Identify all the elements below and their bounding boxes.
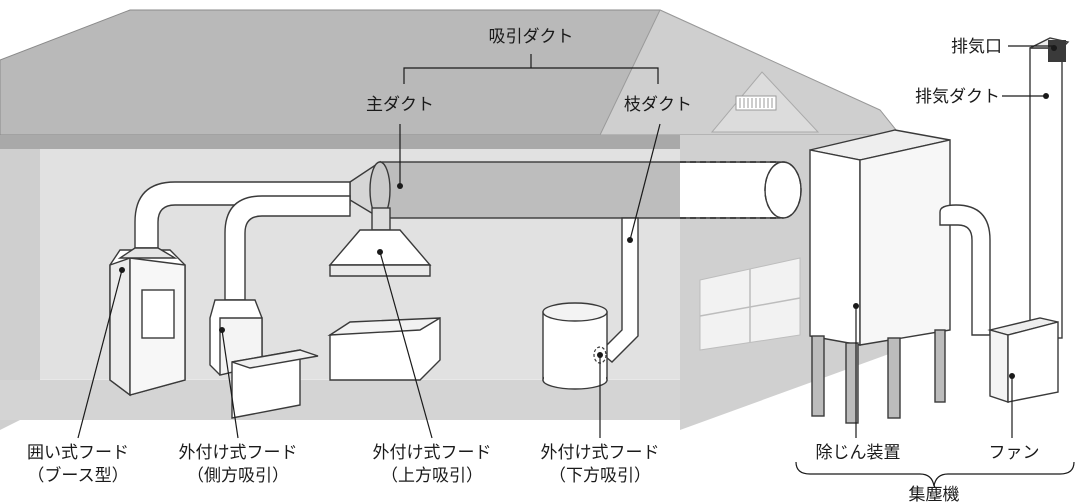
label-enclosed-hood-2: （ブース型） (27, 465, 128, 486)
label-branch-duct: 枝ダクト (624, 95, 692, 115)
workpiece-box-side (231, 349, 319, 419)
label-ext-top-2: （上方吸引） (381, 466, 483, 486)
fan (987, 317, 1059, 403)
label-dust-collector: 除じん装置 (816, 443, 901, 463)
label-exhaust-port: 排気口 (951, 37, 1002, 57)
label-main-duct: 主ダクト (366, 95, 434, 115)
eave (0, 135, 900, 149)
window (699, 257, 801, 351)
label-collector-system: 集塵機 (909, 485, 960, 503)
dust-collector (809, 129, 951, 424)
label-suction-duct: 吸引ダクト (489, 27, 574, 47)
workpiece-box-top (327, 317, 441, 381)
text-labels: 吸引ダクト 主ダクト 枝ダクト 排気口 排気ダクト 囲い式フード （ブース型） … (27, 27, 1040, 503)
label-ext-bottom-1: 外付け式フード (541, 443, 660, 463)
label-ext-bottom-2: （下方吸引） (549, 466, 651, 486)
label-fan: ファン (989, 443, 1040, 463)
label-enclosed-hood-1: 囲い式フード (27, 443, 129, 463)
label-ext-top-1: 外付け式フード (373, 443, 492, 463)
canopy-hood (328, 207, 432, 277)
label-exhaust-duct: 排気ダクト (915, 87, 1000, 107)
connector-pipe (939, 204, 991, 336)
label-ext-side-1: 外付け式フード (179, 443, 298, 463)
leader-lines (77, 45, 1075, 487)
main-duct (349, 160, 802, 220)
branch-duct (598, 217, 639, 363)
enclosed-hood (109, 247, 186, 397)
label-ext-side-2: （側方吸引） (187, 466, 289, 486)
drum (542, 302, 608, 390)
vent-grille (735, 95, 777, 111)
exhaust-duct (1029, 37, 1070, 339)
left-wall (0, 149, 40, 430)
